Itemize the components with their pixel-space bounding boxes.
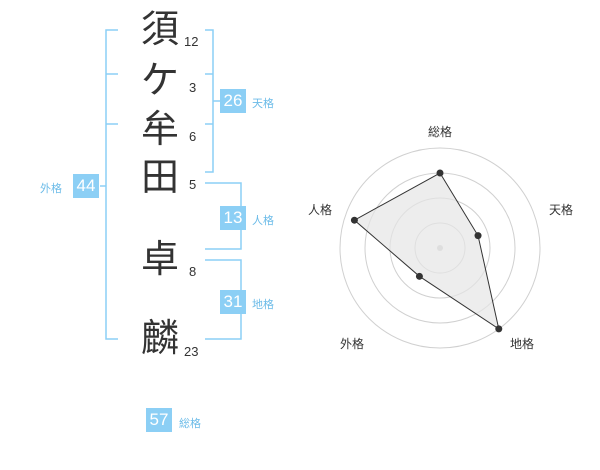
- name-char-2: ケ: [141, 58, 180, 102]
- stroke-count-1: 12: [184, 34, 199, 49]
- chikaku-value: 31: [220, 290, 246, 314]
- radar-point-3: [495, 325, 503, 333]
- gaikaku-bracket: [105, 29, 118, 340]
- name-char-5: 卓: [141, 237, 180, 281]
- radar-axis-label-gaikaku: 外格: [340, 337, 365, 351]
- gaikaku-value: 44: [73, 174, 99, 198]
- soukaku-label: 総格: [179, 418, 201, 430]
- stroke-count-5: 8: [189, 264, 197, 279]
- stroke-count-3: 6: [189, 129, 197, 144]
- radar-axis-label-chikaku: 地格: [510, 337, 535, 351]
- jinkaku-label: 人格: [252, 215, 274, 227]
- radar-axis-label-tenkaku: 天格: [549, 203, 574, 217]
- radar-chart: [339, 147, 541, 349]
- chikaku-label: 地格: [252, 299, 274, 311]
- radar-point-4: [415, 272, 423, 280]
- radar-axis-label-soukaku: 総格: [428, 125, 453, 139]
- stroke-count-2: 3: [189, 80, 197, 95]
- gaikaku-label: 外格: [40, 183, 62, 195]
- stroke-count-6: 23: [184, 344, 199, 359]
- name-char-3: 牟: [141, 107, 180, 151]
- name-brackets: [100, 29, 246, 340]
- radar-point-1: [436, 169, 444, 177]
- name-char-1: 須: [141, 7, 180, 51]
- name-char-4: 田: [141, 155, 180, 199]
- radar-series-polygon: [353, 172, 500, 331]
- tenkaku-label: 天格: [252, 98, 274, 110]
- tenkaku-bracket: [205, 29, 214, 173]
- stroke-count-4: 5: [189, 177, 197, 192]
- soukaku-value: 57: [146, 408, 172, 432]
- tenkaku-value: 26: [220, 89, 246, 113]
- name-char-6: 麟: [141, 316, 180, 360]
- radar-point-5: [350, 216, 358, 224]
- jinkaku-value: 13: [220, 206, 246, 230]
- radar-point-2: [474, 232, 482, 240]
- radar-axis-label-jinkaku: 人格: [308, 203, 333, 217]
- radar-ring: [339, 147, 541, 349]
